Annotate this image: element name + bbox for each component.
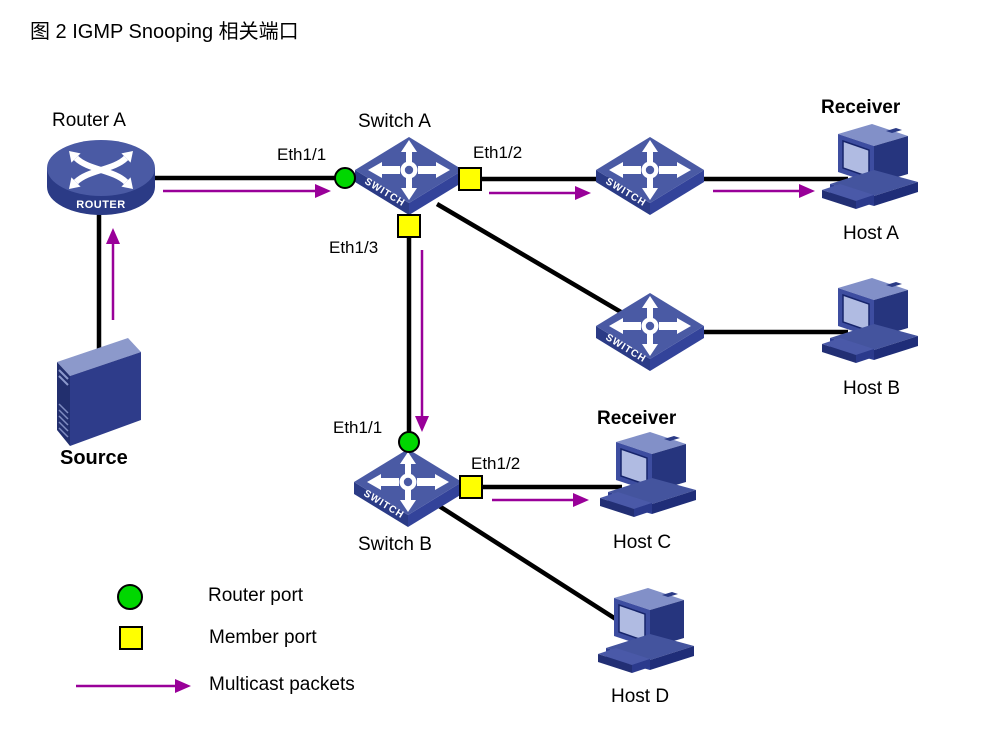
legend-router-port-marker	[117, 584, 143, 610]
host-d-label: Host D	[611, 686, 670, 707]
port-label-switch-b-eth1-1: Eth1/1	[333, 418, 383, 437]
legend-member-port-label: Member port	[209, 627, 317, 648]
member-port-marker-switch-a-eth1-2	[458, 167, 482, 191]
router-a-label: Router A	[52, 110, 126, 131]
router-a-icon	[46, 138, 156, 218]
receiver-label-host-a: Receiver	[821, 97, 901, 118]
link-switchb-hostd	[434, 502, 624, 625]
switch-b-label: Switch B	[358, 534, 432, 555]
host-b-label: Host B	[843, 378, 901, 399]
links	[96, 175, 848, 625]
legend-member-port-marker	[119, 626, 143, 650]
receiver-label-host-c: Receiver	[597, 408, 677, 429]
router-port-marker-switch-a-eth1-1	[334, 167, 356, 189]
host-b-icon	[822, 276, 924, 372]
switch-b-icon	[353, 448, 463, 528]
source-tower-icon	[57, 336, 143, 448]
host-a-icon	[822, 122, 924, 218]
multicast-arrows	[76, 184, 815, 693]
switch-top-icon	[595, 136, 705, 216]
switch-a-label: Switch A	[358, 111, 431, 132]
member-port-marker-switch-b-eth1-2	[459, 475, 483, 499]
host-d-icon	[598, 586, 700, 682]
source-label: Source	[60, 447, 128, 469]
port-label-switch-b-eth1-2: Eth1/2	[471, 454, 521, 473]
switch-mid-icon	[595, 292, 705, 372]
router-port-marker-switch-b-eth1-1	[398, 431, 420, 453]
legend-multicast-label: Multicast packets	[209, 674, 355, 695]
port-label-switch-a-eth1-3: Eth1/3	[329, 238, 379, 257]
host-c-label: Host C	[613, 532, 672, 553]
host-a-label: Host A	[843, 223, 899, 244]
member-port-marker-switch-a-eth1-3	[397, 214, 421, 238]
figure-title: 图 2 IGMP Snooping 相关端口	[30, 21, 299, 43]
port-label-switch-a-eth1-2: Eth1/2	[473, 143, 523, 162]
port-label-switch-a-eth1-1: Eth1/1	[277, 145, 327, 164]
link-switcha-switch-mid	[435, 202, 657, 334]
host-c-icon	[600, 430, 702, 526]
switch-a-icon	[354, 136, 464, 216]
legend-router-port-label: Router port	[208, 585, 304, 606]
